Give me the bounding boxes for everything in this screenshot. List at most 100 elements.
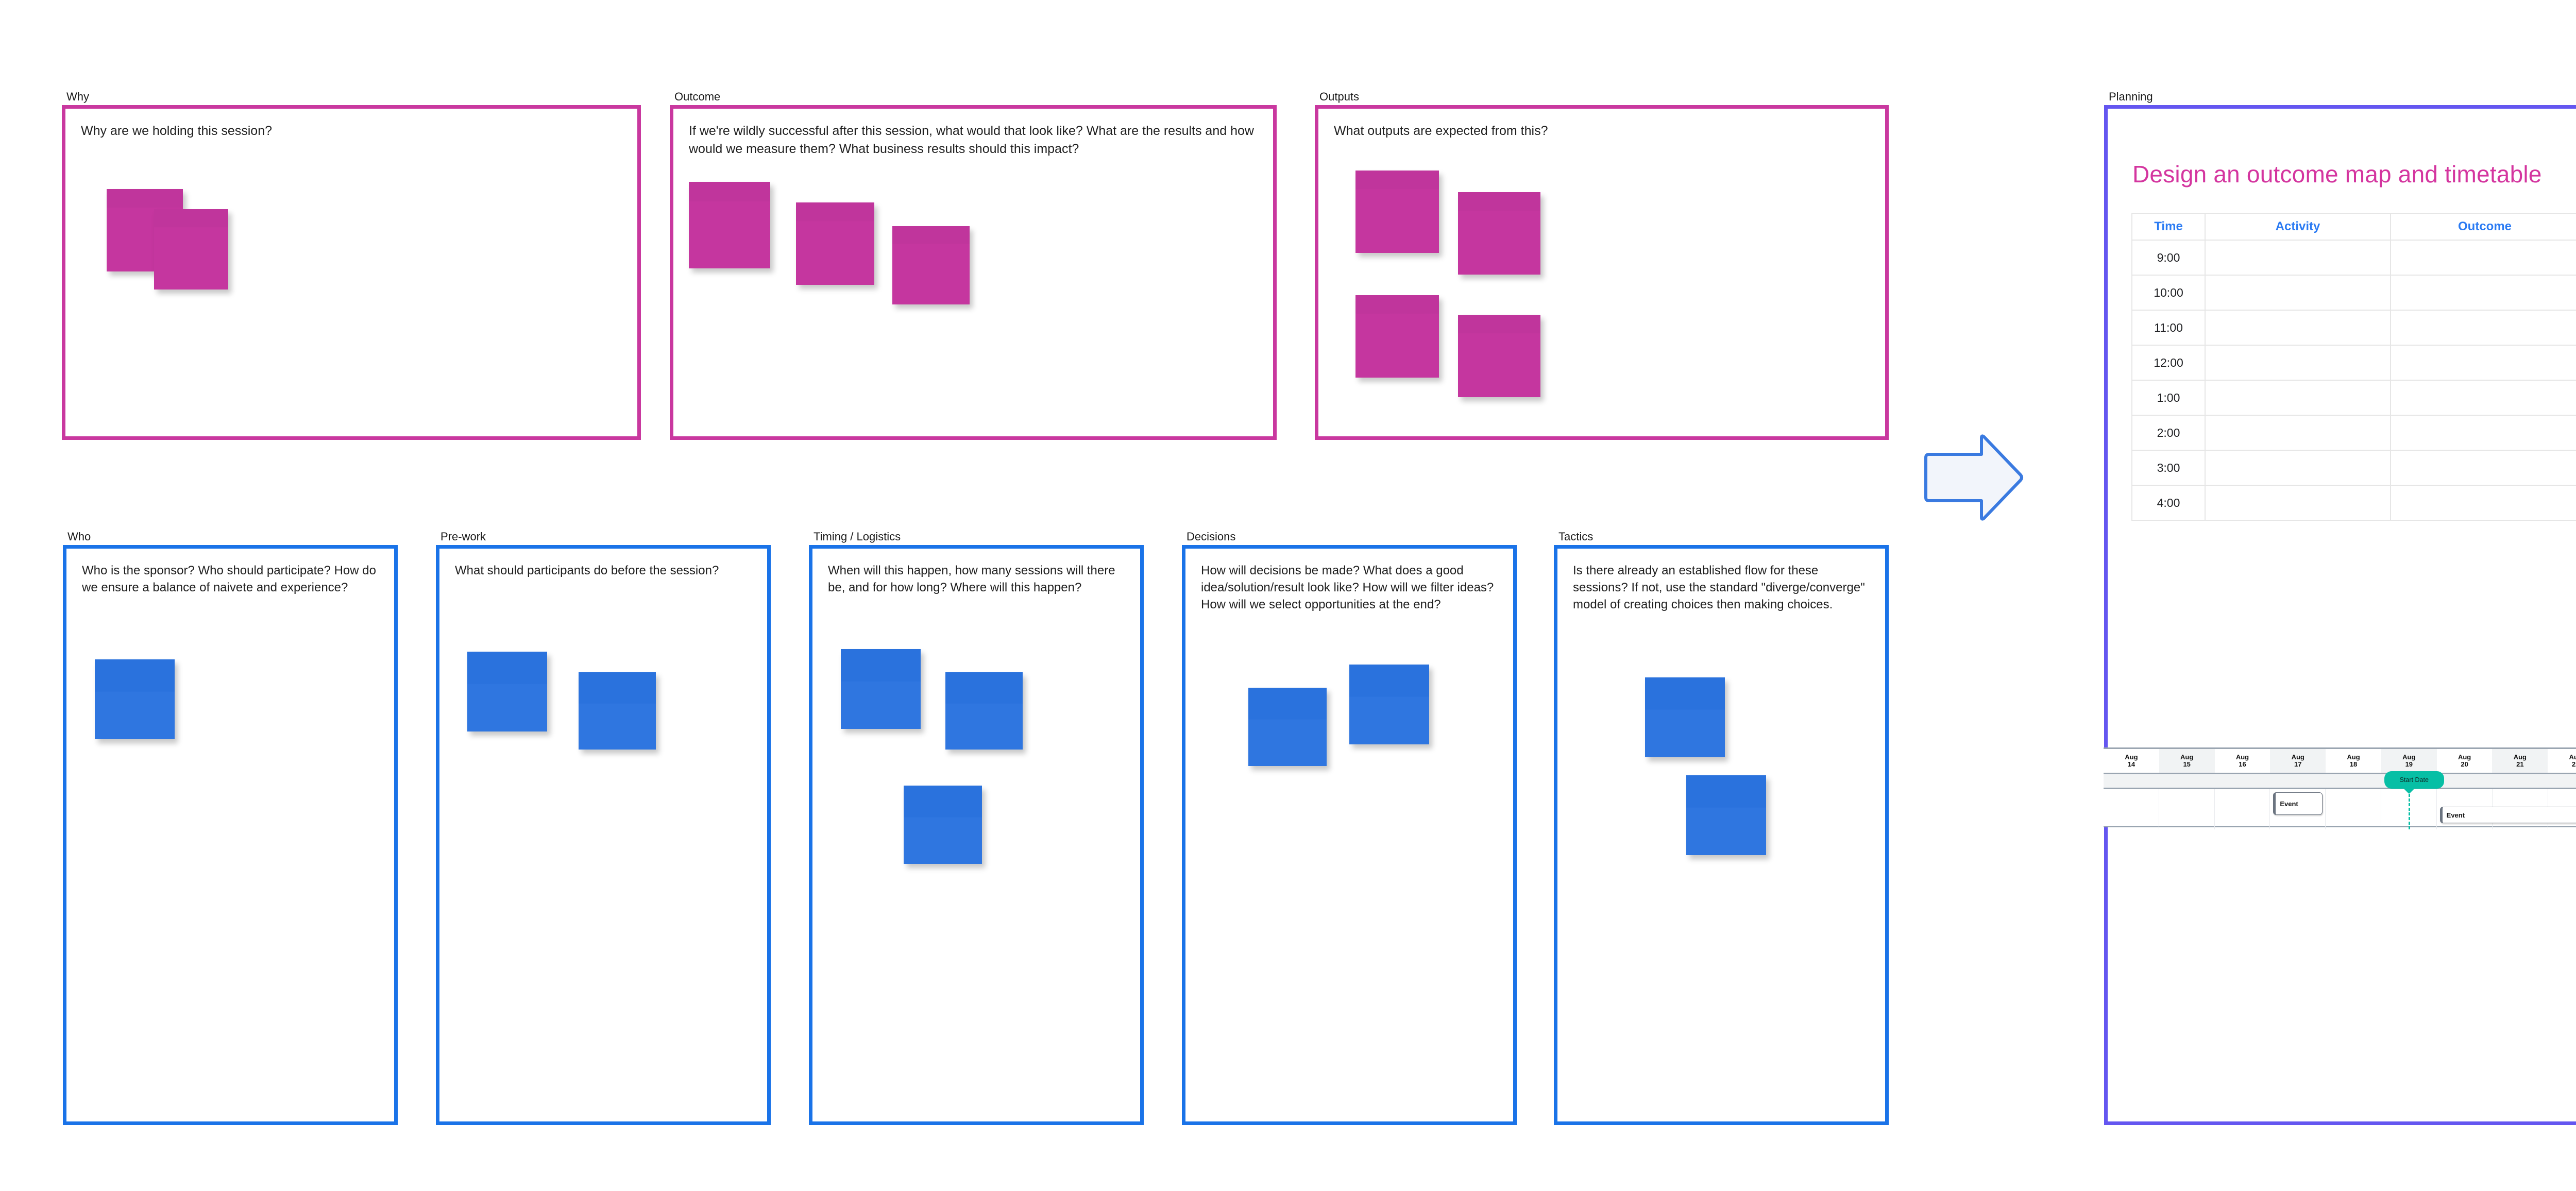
agenda-activity[interactable]	[2205, 450, 2391, 486]
gantt-marker-band: Start Date	[2104, 771, 2576, 794]
gantt-day-month: Aug	[2125, 753, 2138, 761]
gantt-day-column[interactable]	[2104, 789, 2159, 829]
agenda-time: 11:00	[2131, 310, 2206, 346]
agenda-col-activity: Activity	[2205, 213, 2391, 241]
sticky-note[interactable]	[945, 672, 1023, 750]
agenda-time: 3:00	[2131, 450, 2206, 486]
agenda-outcome[interactable]	[2390, 275, 2576, 311]
gantt-day-column[interactable]	[2381, 789, 2437, 829]
frame-question-decisions: How will decisions be made? What does a …	[1201, 564, 1494, 612]
frame-label-outputs: Outputs	[1319, 90, 1360, 103]
agenda-activity[interactable]	[2205, 415, 2391, 451]
agenda-activity[interactable]	[2205, 485, 2391, 521]
sticky-note[interactable]	[154, 209, 228, 290]
agenda-row[interactable]: 1:00	[2131, 380, 2576, 416]
sticky-note[interactable]	[467, 652, 547, 731]
gantt-day-month: Aug	[2180, 753, 2194, 761]
frame-why[interactable]: Why Why are we holding this session?	[62, 91, 641, 440]
gantt-day-month: Aug	[2402, 753, 2416, 761]
sticky-note[interactable]	[1355, 171, 1439, 253]
gantt-day-column[interactable]	[2159, 789, 2215, 829]
frame-label-timing-logistics: Timing / Logistics	[814, 530, 901, 543]
frame-label-planning: Planning	[2109, 90, 2153, 103]
sticky-note[interactable]	[1686, 775, 1766, 855]
agenda-outcome[interactable]	[2390, 310, 2576, 346]
gantt-rows: Event Event	[2104, 789, 2576, 829]
gantt-day-number: 19	[2405, 760, 2413, 768]
gantt-event-bar[interactable]: Event	[2273, 792, 2323, 815]
agenda-row[interactable]: 12:00	[2131, 345, 2576, 381]
sticky-note[interactable]	[95, 659, 175, 739]
agenda-time: 2:00	[2131, 415, 2206, 451]
frame-planning[interactable]: Planning Design an outcome map and timet…	[2104, 91, 2576, 1125]
frame-outputs[interactable]: Outputs What outputs are expected from t…	[1315, 91, 1889, 440]
sticky-note[interactable]	[1355, 295, 1439, 378]
gantt-event-bar[interactable]: Event	[2439, 807, 2576, 823]
frame-outcome[interactable]: Outcome If we're wildly successful after…	[670, 91, 1277, 440]
agenda-outcome[interactable]	[2390, 345, 2576, 381]
sticky-note[interactable]	[1349, 665, 1429, 744]
sticky-note[interactable]	[1248, 688, 1327, 766]
sticky-note[interactable]	[689, 182, 770, 268]
frame-question-outcome: If we're wildly successful after this se…	[689, 124, 1254, 156]
frame-label-pre-work: Pre-work	[440, 530, 486, 543]
start-date-line	[2408, 789, 2410, 829]
frame-question-why: Why are we holding this session?	[81, 124, 273, 138]
gantt-day-column[interactable]	[2215, 789, 2270, 829]
agenda-outcome[interactable]	[2390, 380, 2576, 416]
sticky-note[interactable]	[904, 786, 982, 864]
agenda-row[interactable]: 3:00	[2131, 450, 2576, 486]
agenda-activity[interactable]	[2205, 380, 2391, 416]
agenda-table[interactable]: Time Activity Outcome 9:00 10:00 11:00	[2131, 213, 2576, 521]
agenda-activity[interactable]	[2205, 240, 2391, 276]
gantt-day-month: Aug	[2235, 753, 2249, 761]
agenda-col-time: Time	[2131, 213, 2206, 241]
gantt-day-number: 20	[2461, 760, 2468, 768]
sticky-note[interactable]	[579, 672, 656, 750]
agenda-outcome[interactable]	[2390, 415, 2576, 451]
agenda-row[interactable]: 2:00	[2131, 415, 2576, 451]
gantt-day-column[interactable]	[2270, 789, 2326, 829]
agenda-outcome[interactable]	[2390, 450, 2576, 486]
sticky-note[interactable]	[1458, 192, 1540, 275]
agenda-row[interactable]: 11:00	[2131, 310, 2576, 346]
agenda-outcome[interactable]	[2390, 485, 2576, 521]
gantt-day-month: Aug	[2569, 753, 2576, 761]
agenda-col-outcome: Outcome	[2390, 213, 2576, 241]
gantt-day-column[interactable]	[2326, 789, 2382, 829]
start-date-marker[interactable]: Start Date	[2384, 771, 2444, 789]
sticky-note[interactable]	[796, 202, 874, 285]
right-arrow-shape[interactable]	[1922, 433, 2025, 523]
agenda-outcome[interactable]	[2390, 240, 2576, 276]
agenda-row[interactable]: 4:00	[2131, 485, 2576, 521]
right-arrow-icon	[1924, 434, 2023, 521]
frame-tactics[interactable]: Tactics Is there already an established …	[1554, 531, 1889, 1125]
sticky-note[interactable]	[892, 226, 970, 304]
frame-label-who: Who	[67, 530, 91, 543]
sticky-note[interactable]	[841, 649, 921, 729]
agenda-activity[interactable]	[2205, 345, 2391, 381]
frame-who[interactable]: Who Who is the sponsor? Who should parti…	[63, 531, 398, 1125]
agenda-row[interactable]: 9:00	[2131, 240, 2576, 276]
gantt-day-month: Aug	[2513, 753, 2527, 761]
frame-decisions[interactable]: Decisions How will decisions be made? Wh…	[1182, 531, 1517, 1125]
agenda-activity[interactable]	[2205, 310, 2391, 346]
planning-title: Design an outcome map and timetable	[2132, 161, 2542, 188]
gantt-day-number: 15	[2183, 760, 2191, 768]
agenda-time: 1:00	[2131, 380, 2206, 416]
sticky-note[interactable]	[1458, 315, 1540, 397]
gantt-day-number: 14	[2127, 760, 2136, 768]
frame-timing-logistics[interactable]: Timing / Logistics When will this happen…	[809, 531, 1144, 1125]
gantt-day-number: 16	[2239, 760, 2246, 768]
frame-pre-work[interactable]: Pre-work What should participants do bef…	[436, 531, 771, 1125]
sticky-note[interactable]	[1645, 677, 1725, 757]
agenda-time: 10:00	[2131, 275, 2206, 311]
agenda-activity[interactable]	[2205, 275, 2391, 311]
agenda-header-row: Time Activity Outcome	[2131, 213, 2576, 241]
agenda-row[interactable]: 10:00	[2131, 275, 2576, 311]
